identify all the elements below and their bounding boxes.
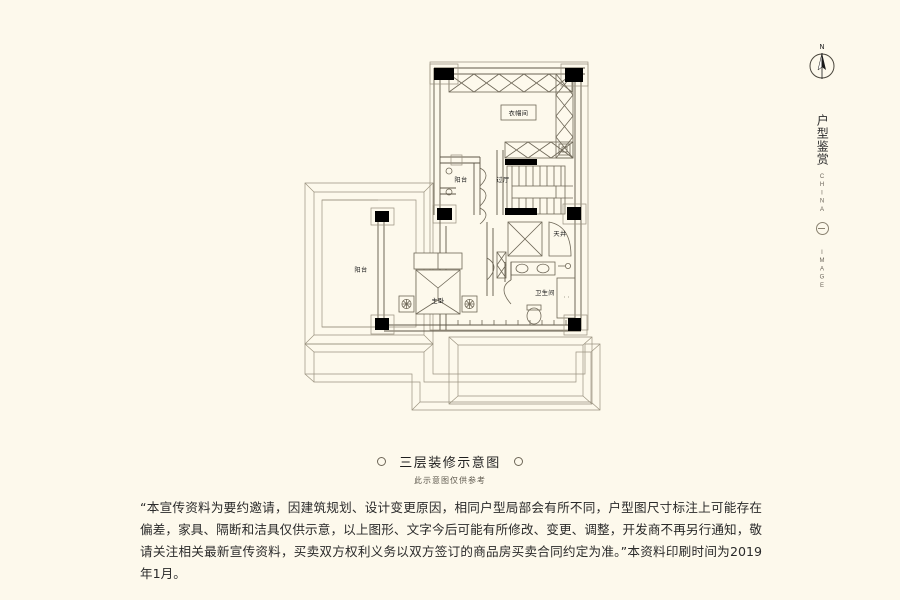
roof-terrace-south — [304, 343, 601, 411]
compass-label: N — [819, 43, 824, 51]
floorplan-drawing: .tl { fill:none; stroke:#9b9380; stroke-… — [304, 61, 601, 411]
brand-text-image: IMAGE — [819, 250, 825, 291]
staircase — [506, 165, 573, 215]
south-wing: 阳台 — [322, 199, 588, 336]
roof-terrace-east — [448, 336, 593, 405]
brand-title-cn: 户型鉴赏 — [815, 114, 830, 166]
room-label-bathroom: 卫生间 — [535, 289, 555, 297]
column-balcony-top — [375, 211, 389, 222]
room-master-bedroom: 主卧 — [398, 252, 478, 315]
handrail-south — [449, 320, 572, 326]
washbasin-right — [536, 263, 550, 274]
room-balcony-west: 阳台 — [322, 199, 378, 328]
partition-foyer — [440, 154, 481, 215]
column-nw — [434, 68, 454, 80]
caption-row: 三层装修示意图 — [0, 452, 900, 471]
toilet — [526, 304, 542, 325]
room-label-balcony-west: 阳台 — [354, 266, 367, 274]
brand-text-china: CHINA — [819, 174, 825, 215]
column-se — [568, 318, 581, 331]
caption-block: 三层装修示意图 此示意图仅供参考 — [0, 452, 900, 486]
room-cloakroom: 衣帽间 — [500, 104, 537, 121]
disclaimer-text: “本宣传资料为要约邀请，因建筑规划、设计变更原因，相同户型局部会有所不同，户型图… — [140, 500, 762, 581]
room-label-balcony-north: 阳台 — [454, 176, 467, 184]
railing-lightwell — [496, 251, 507, 279]
wall-stub-stair-top — [505, 159, 537, 165]
room-label-cloakroom: 衣帽间 — [509, 110, 529, 118]
column-mid-left — [437, 208, 452, 220]
caption-dot-left-icon — [377, 457, 387, 466]
room-label-lightwell: 天井 — [553, 230, 566, 238]
column-stair-right — [567, 207, 581, 220]
room-lightwell: 天井 — [507, 221, 572, 257]
brand-separator-icon — [815, 222, 829, 235]
caption-title: 三层装修示意图 — [399, 456, 501, 471]
building-envelope — [429, 61, 589, 331]
caption-subtitle: 此示意图仅供参考 — [414, 476, 486, 485]
floorplan-svg: .tl { fill:none; stroke:#9b9380; stroke-… — [304, 61, 601, 411]
caption-dot-right-icon — [513, 457, 523, 466]
column-stair-left — [505, 208, 537, 215]
door-foyer-group — [479, 167, 487, 225]
room-label-foyer: 过厅 — [496, 176, 509, 184]
brand-rail: N 户型鉴赏 CHINA IMAGE — [798, 40, 846, 320]
compass-north-icon: N — [809, 43, 835, 79]
room-bathroom: 卫生间 — [503, 261, 576, 325]
column-balcony-bottom — [375, 318, 389, 330]
room-label-master-bed: 主卧 — [431, 297, 444, 305]
railing-mid — [504, 141, 574, 159]
washbasin-left — [515, 263, 529, 274]
railing-north — [448, 73, 573, 93]
shower-enclosure — [556, 277, 576, 319]
column-ne — [565, 68, 583, 82]
